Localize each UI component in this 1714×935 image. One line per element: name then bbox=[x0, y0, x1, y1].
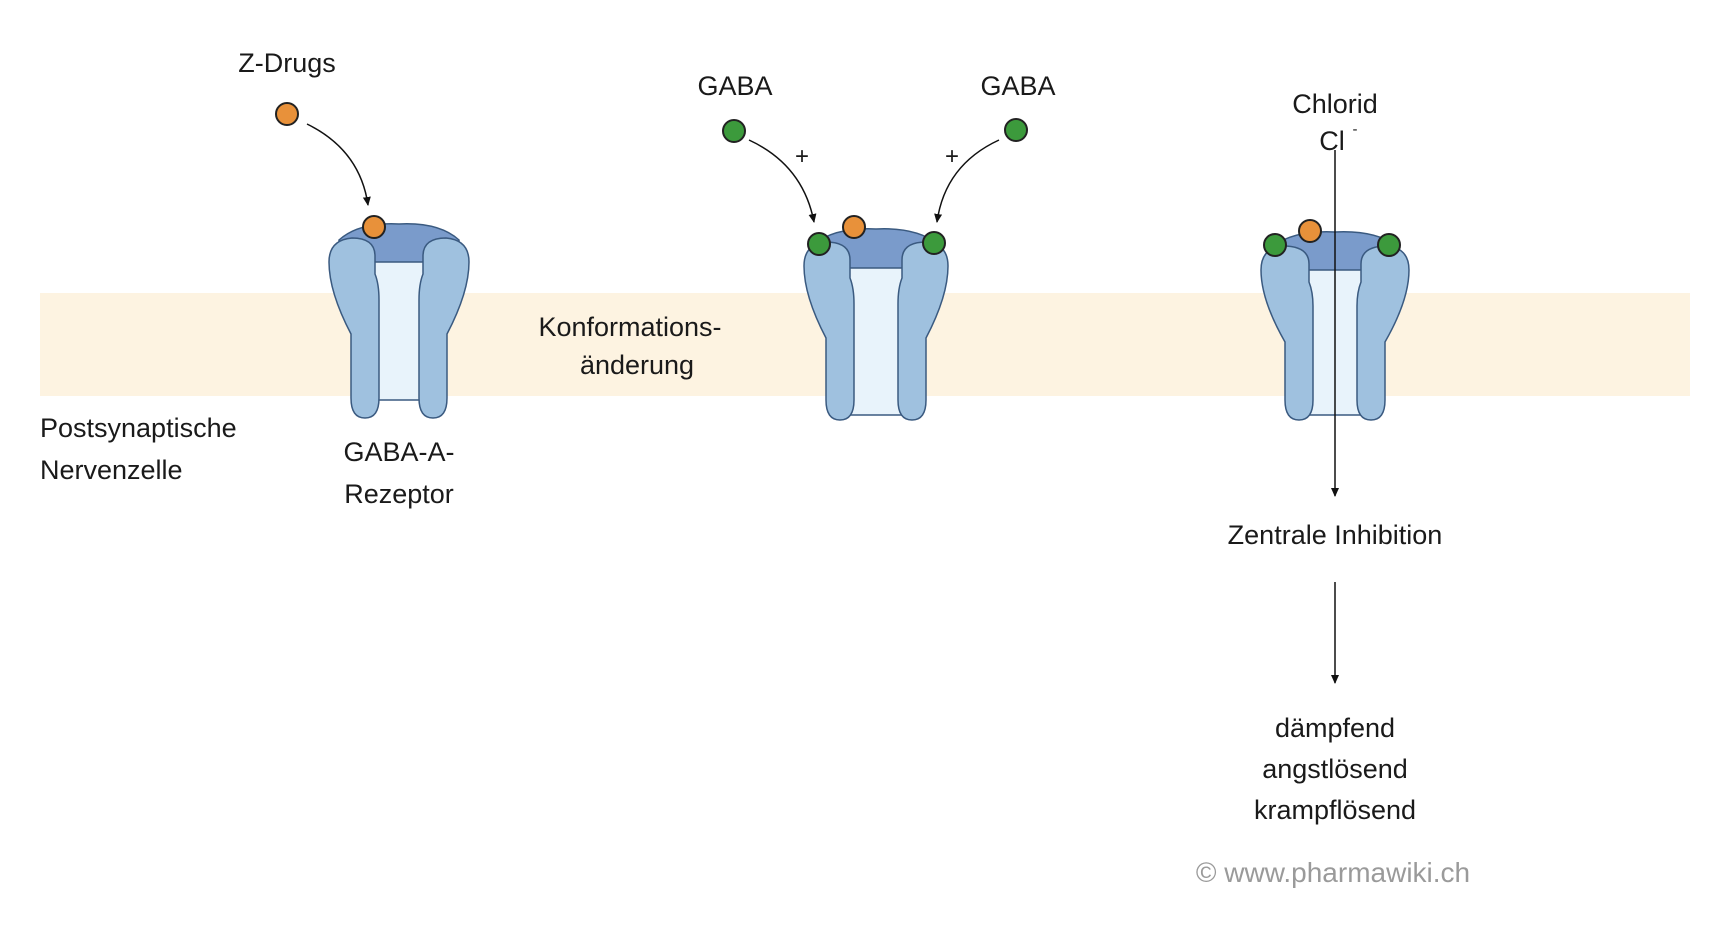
gaba-label-left: GABA bbox=[697, 71, 772, 101]
gaba-bound-dot-left bbox=[1263, 233, 1287, 257]
copyright-notice: © www.pharmawiki.ch bbox=[1196, 857, 1470, 888]
gaba-free-dot-right bbox=[1004, 118, 1028, 142]
receptor-subunit-right bbox=[418, 237, 470, 419]
chlorid-label: Chlorid bbox=[1292, 89, 1378, 119]
receptor-label-line1: GABA-A- bbox=[343, 437, 454, 467]
z-drug-bound-dot bbox=[362, 215, 386, 239]
gaba-a-receptor-conformation bbox=[803, 215, 949, 421]
konformation-label-line1: Konformations- bbox=[538, 312, 721, 342]
effect-anticonvulsant: krampflösend bbox=[1254, 795, 1416, 825]
receptor-pore bbox=[845, 256, 907, 416]
plus-sign-left: + bbox=[795, 143, 809, 170]
gaba-bound-dot-right bbox=[1377, 233, 1401, 257]
z-drugs-label: Z-Drugs bbox=[238, 48, 336, 78]
postsynaptic-label-line2: Nervenzelle bbox=[40, 455, 183, 485]
gaba-bound-dot-left bbox=[807, 232, 831, 256]
z-drug-binding-arrow bbox=[306, 123, 371, 206]
plus-sign-right: + bbox=[945, 143, 959, 170]
z-drug-bound-dot bbox=[1298, 219, 1322, 243]
konformation-label-line2: änderung bbox=[580, 350, 694, 380]
receptor-subunit-left bbox=[328, 237, 380, 419]
gaba-bound-dot-right bbox=[922, 231, 946, 255]
effect-sedative: dämpfend bbox=[1275, 713, 1395, 743]
central-inhibition-label: Zentrale Inhibition bbox=[1228, 520, 1443, 550]
receptor-subunit-left bbox=[1260, 245, 1314, 421]
receptor-subunit-right bbox=[897, 241, 949, 421]
effect-anxiolytic: angstlösend bbox=[1262, 754, 1408, 784]
gaba-a-receptor-resting bbox=[328, 215, 470, 419]
receptor-subunit-right bbox=[1356, 245, 1410, 421]
z-drug-free-dot bbox=[275, 102, 299, 126]
receptor-label-line2: Rezeptor bbox=[344, 479, 454, 509]
receptor-subunit-left bbox=[803, 241, 855, 421]
postsynaptic-label-line1: Postsynaptische bbox=[40, 413, 237, 443]
gaba-free-dot-left bbox=[722, 119, 746, 143]
z-drug-bound-dot bbox=[842, 215, 866, 239]
chloride-charge: - bbox=[1353, 121, 1358, 138]
gaba-label-right: GABA bbox=[980, 71, 1055, 101]
chloride-ion-label: Cl bbox=[1319, 126, 1345, 156]
gaba-binding-arrow-left bbox=[748, 139, 817, 223]
gaba-binding-arrow-right bbox=[934, 139, 1000, 223]
